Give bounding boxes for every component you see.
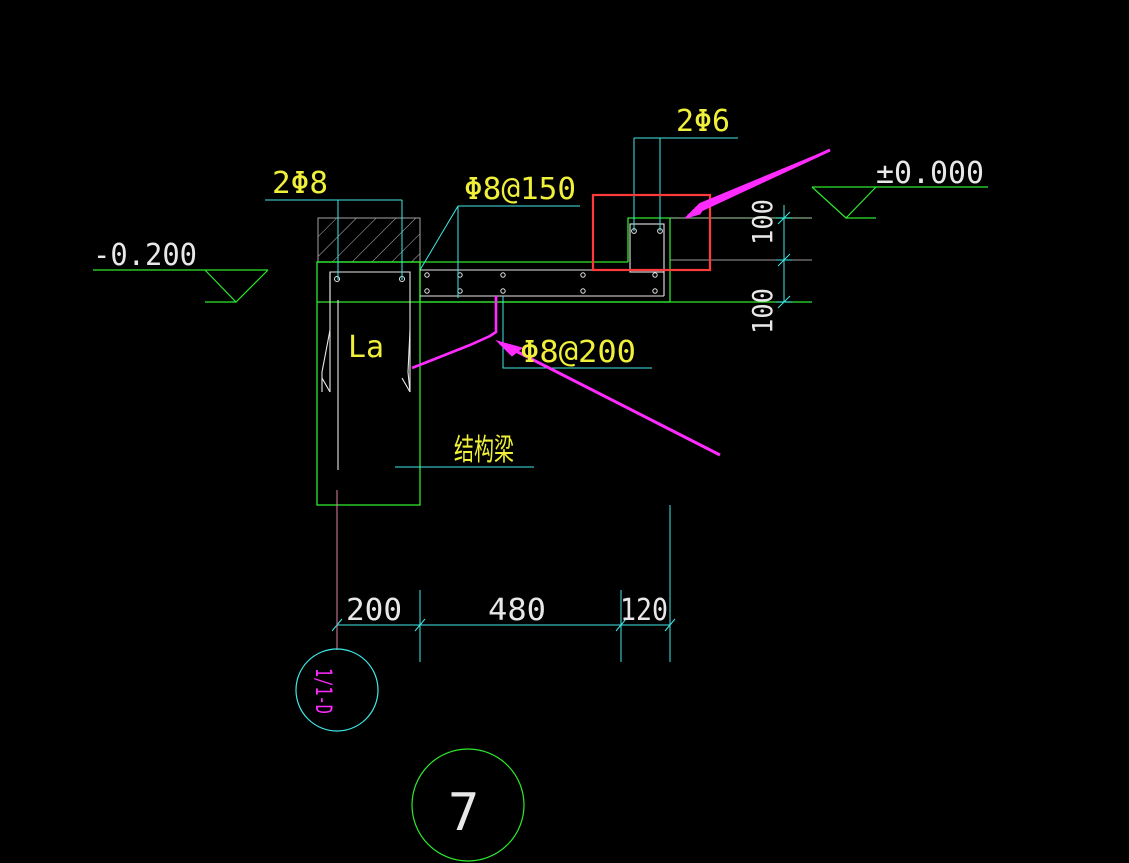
label-dim-200: 200 <box>346 593 402 628</box>
label-2phi8: 2Φ8 <box>272 166 328 201</box>
label-elevation-right: ±0.000 <box>876 156 984 191</box>
label-elevation-left: -0.200 <box>93 238 197 273</box>
axis-bubble <box>295 648 379 732</box>
elevation-marker-right <box>811 186 988 219</box>
label-la: La <box>348 330 384 365</box>
label-phi8-200: Φ8@200 <box>520 335 636 370</box>
wall-hatch <box>317 217 421 263</box>
highlight-box <box>591 193 712 272</box>
label-2phi6: 2Φ6 <box>676 104 730 139</box>
elevation-marker-left <box>93 269 269 303</box>
leader-lines <box>265 137 792 662</box>
extension-lines <box>670 217 812 261</box>
detail-number-circle <box>411 748 525 862</box>
rebar-dots <box>334 228 663 294</box>
label-axis-tag: 1/1-D <box>310 668 335 714</box>
annotation-arrows <box>411 148 831 457</box>
label-dim-480: 480 <box>488 593 546 628</box>
label-phi8-150: Φ8@150 <box>464 172 576 207</box>
label-dim-120: 120 <box>620 593 668 628</box>
label-dim-100-upper: 100 <box>746 199 779 245</box>
rebar-cage <box>321 223 665 470</box>
label-detail-number: 7 <box>448 783 479 843</box>
label-structural-beam: 结构梁 <box>454 433 514 468</box>
label-dim-100-lower: 100 <box>746 288 779 334</box>
